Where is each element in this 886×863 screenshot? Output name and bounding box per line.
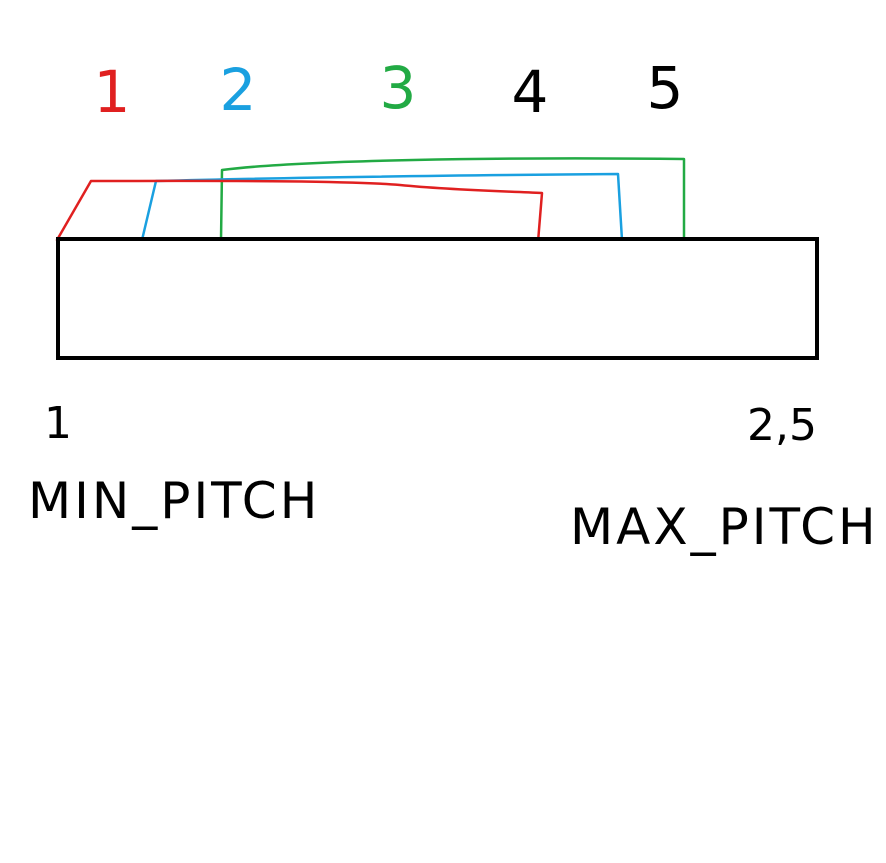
bracket-green-3-to-5 [219, 157, 686, 242]
number-3: 3 [380, 54, 417, 122]
number-2: 2 [220, 56, 257, 124]
number-4: 4 [512, 58, 549, 126]
number-1: 1 [94, 58, 131, 126]
min-pitch-label: MIN_PITCH [28, 472, 320, 530]
min-value: 1 [44, 398, 72, 449]
number-5: 5 [647, 54, 684, 122]
pitch-range-bar [56, 237, 819, 360]
max-value: 2,5 [747, 400, 817, 451]
max-pitch-label: MAX_PITCH [570, 498, 879, 556]
bracket-red-1-to-4 [55, 179, 544, 244]
